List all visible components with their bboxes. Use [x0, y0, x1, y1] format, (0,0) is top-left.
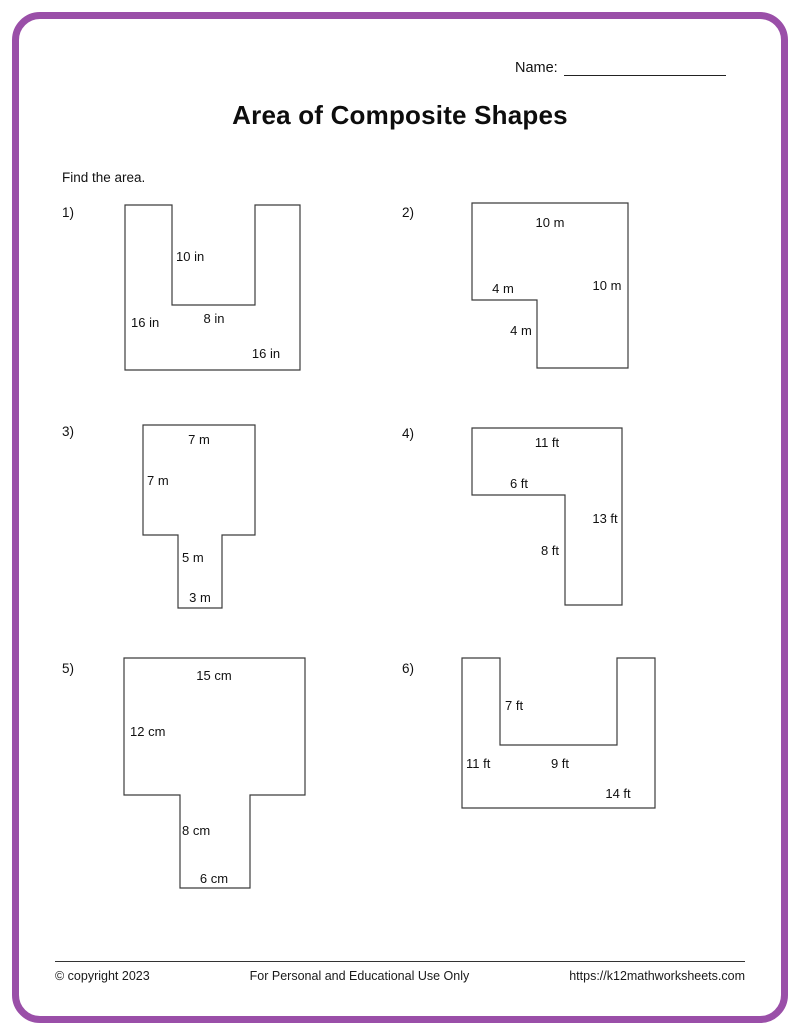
composite-shape-outline	[461, 657, 656, 809]
footer-copyright: © copyright 2023	[55, 969, 150, 983]
dimension-label: 8 in	[204, 311, 225, 326]
problem-5-number: 5)	[62, 661, 75, 676]
instruction-text: Find the area.	[62, 170, 146, 185]
dimension-label: 12 cm	[130, 724, 165, 739]
dimension-label: 6 ft	[510, 476, 528, 491]
dimension-label: 13 ft	[592, 511, 618, 526]
footer-usage-note: For Personal and Educational Use Only	[249, 969, 470, 983]
name-block: Name:	[515, 60, 726, 76]
problem-2: 2) 10 m 4 m 10 m 4 m	[402, 195, 662, 395]
problem-4-figure: 11 ft 6 ft 13 ft 8 ft	[471, 427, 623, 606]
problem-1: 1) 10 in 8 in 16 in 16 in	[62, 195, 362, 395]
problem-5-figure: 15 cm 12 cm 8 cm 6 cm	[123, 657, 306, 889]
footer-website: https://k12mathworksheets.com	[569, 969, 745, 983]
name-label: Name:	[515, 60, 558, 76]
dimension-label: 7 m	[188, 432, 210, 447]
dimension-label: 10 in	[176, 249, 204, 264]
dimension-label: 8 ft	[541, 543, 559, 558]
dimension-label: 10 m	[593, 278, 622, 293]
problem-4: 4) 11 ft 6 ft 13 ft 8 ft	[402, 415, 662, 625]
dimension-label: 14 ft	[605, 786, 631, 801]
dimension-label: 15 cm	[196, 668, 231, 683]
dimension-label: 11 ft	[466, 756, 491, 771]
dimension-label: 3 m	[189, 590, 211, 605]
problem-1-figure: 10 in 8 in 16 in 16 in	[124, 204, 301, 371]
problem-4-number: 4)	[402, 426, 415, 441]
dimension-label: 9 ft	[551, 756, 569, 771]
dimension-label: 16 in	[252, 346, 280, 361]
problem-2-figure: 10 m 4 m 10 m 4 m	[471, 202, 629, 369]
problem-6: 6) 7 ft 11 ft 9 ft 14 ft	[402, 648, 682, 828]
dimension-label: 6 cm	[200, 871, 228, 886]
problem-6-figure: 7 ft 11 ft 9 ft 14 ft	[461, 657, 656, 809]
problem-3-figure: 7 m 7 m 5 m 3 m	[142, 424, 256, 609]
composite-shape-outline	[142, 424, 256, 609]
dimension-label: 8 cm	[182, 823, 210, 838]
page-title: Area of Composite Shapes	[232, 100, 568, 130]
composite-shape-outline	[124, 204, 301, 371]
problem-3-number: 3)	[62, 424, 75, 439]
composite-shape-outline	[471, 427, 623, 606]
dimension-label: 11 ft	[535, 435, 560, 450]
dimension-label: 4 m	[492, 281, 514, 296]
dimension-label: 5 m	[182, 550, 204, 565]
footer-divider	[55, 961, 745, 962]
problem-3: 3) 7 m 7 m 5 m 3 m	[62, 415, 302, 625]
dimension-label: 4 m	[510, 323, 532, 338]
name-blank-line	[563, 61, 726, 76]
problem-5: 5) 15 cm 12 cm 8 cm 6 cm	[62, 648, 342, 908]
problem-1-number: 1)	[62, 205, 75, 220]
dimension-label: 7 m	[147, 473, 169, 488]
problem-2-number: 2)	[402, 205, 415, 220]
problem-6-number: 6)	[402, 661, 415, 676]
dimension-label: 16 in	[131, 315, 159, 330]
dimension-label: 7 ft	[505, 698, 523, 713]
footer: © copyright 2023 For Personal and Educat…	[55, 969, 745, 983]
composite-shape-outline	[471, 202, 629, 369]
composite-shape-outline	[123, 657, 306, 889]
dimension-label: 10 m	[536, 215, 565, 230]
